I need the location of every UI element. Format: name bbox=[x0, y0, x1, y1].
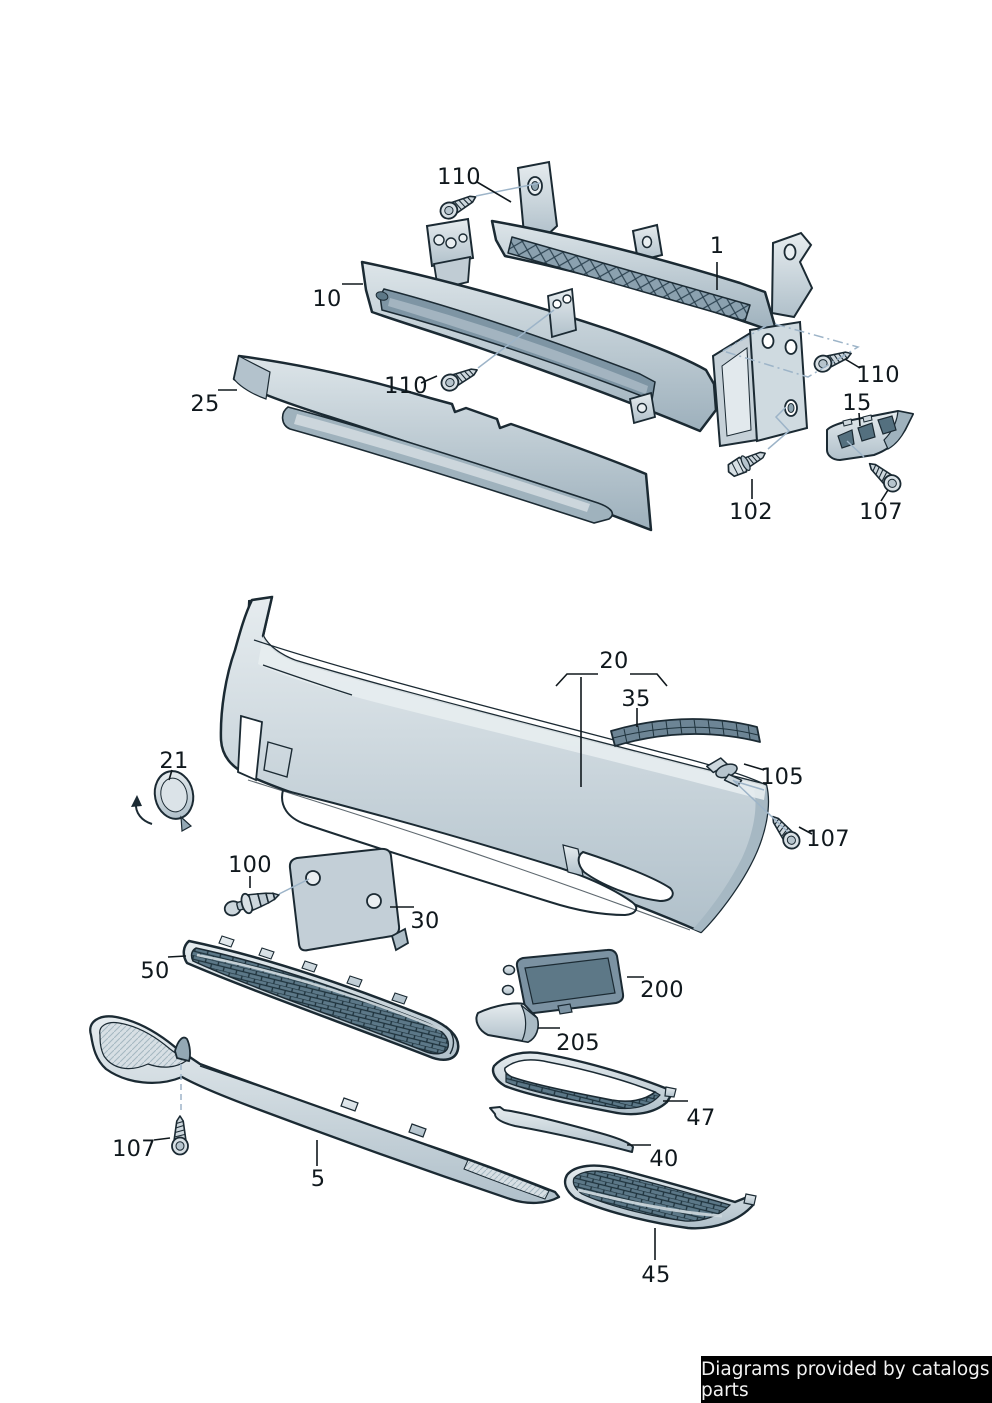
callout-5[interactable]: 5 bbox=[310, 1165, 326, 1192]
callout-100[interactable]: 100 bbox=[228, 851, 272, 878]
screw-110-middle bbox=[437, 361, 482, 395]
callout-30[interactable]: 30 bbox=[410, 907, 440, 934]
part-25-energy-absorber bbox=[232, 354, 653, 532]
part-10-lower-impact-bar bbox=[360, 217, 809, 448]
footer-bar: Diagrams provided by catalogs parts bbox=[701, 1356, 992, 1403]
part-30-license-plate-bracket bbox=[288, 847, 410, 952]
callout-1[interactable]: 1 bbox=[709, 232, 725, 259]
part-45-side-grille-mesh bbox=[563, 1164, 757, 1230]
alignment-lines-bottom bbox=[180, 779, 789, 1112]
part-5-front-spoiler bbox=[89, 1015, 561, 1205]
part-47-side-grille-open bbox=[491, 1051, 677, 1116]
part-50-center-grille bbox=[182, 935, 460, 1062]
callout-102[interactable]: 102 bbox=[729, 498, 773, 525]
callout-47[interactable]: 47 bbox=[686, 1104, 716, 1131]
callout-45[interactable]: 45 bbox=[641, 1261, 671, 1288]
callout-40[interactable]: 40 bbox=[649, 1145, 679, 1172]
screw-110-top bbox=[436, 188, 481, 223]
alignment-lines-top bbox=[475, 182, 865, 458]
callout-20[interactable]: 20 bbox=[599, 647, 629, 674]
screw-107-bottom-left bbox=[171, 1115, 189, 1156]
footer-text: Diagrams provided by catalogs parts bbox=[701, 1358, 990, 1401]
callout-10[interactable]: 10 bbox=[312, 285, 342, 312]
callout-205[interactable]: 205 bbox=[556, 1029, 600, 1056]
callout-107-mid-right[interactable]: 107 bbox=[806, 825, 850, 852]
part-20-bumper-cover bbox=[219, 595, 770, 934]
bolt-102 bbox=[724, 445, 770, 480]
callout-110-right[interactable]: 110 bbox=[856, 361, 900, 388]
callout-107-bottom-left[interactable]: 107 bbox=[112, 1135, 156, 1162]
part-1-upper-impact-bar bbox=[490, 160, 814, 335]
callout-35[interactable]: 35 bbox=[621, 685, 651, 712]
part-200-fog-cover bbox=[501, 948, 625, 1015]
callout-110-top[interactable]: 110 bbox=[437, 163, 481, 190]
callout-21[interactable]: 21 bbox=[159, 747, 189, 774]
callout-110-middle[interactable]: 110 bbox=[384, 372, 428, 399]
callout-107-top-right[interactable]: 107 bbox=[859, 498, 903, 525]
callout-15[interactable]: 15 bbox=[842, 389, 872, 416]
part-205-cover-cap bbox=[475, 1002, 539, 1043]
rivet-100 bbox=[223, 892, 281, 917]
part-21-tow-hook-cap bbox=[131, 770, 195, 832]
callout-105[interactable]: 105 bbox=[760, 763, 804, 790]
callout-50[interactable]: 50 bbox=[140, 957, 170, 984]
part-15-guide-bracket bbox=[826, 410, 914, 461]
part-35-trim-strip bbox=[610, 718, 761, 747]
callout-25[interactable]: 25 bbox=[190, 390, 220, 417]
screw-107-top-right bbox=[863, 456, 905, 496]
leader-lines bbox=[153, 181, 889, 1260]
callout-200[interactable]: 200 bbox=[640, 976, 684, 1003]
part-40-trim-strip-lower bbox=[489, 1106, 634, 1153]
